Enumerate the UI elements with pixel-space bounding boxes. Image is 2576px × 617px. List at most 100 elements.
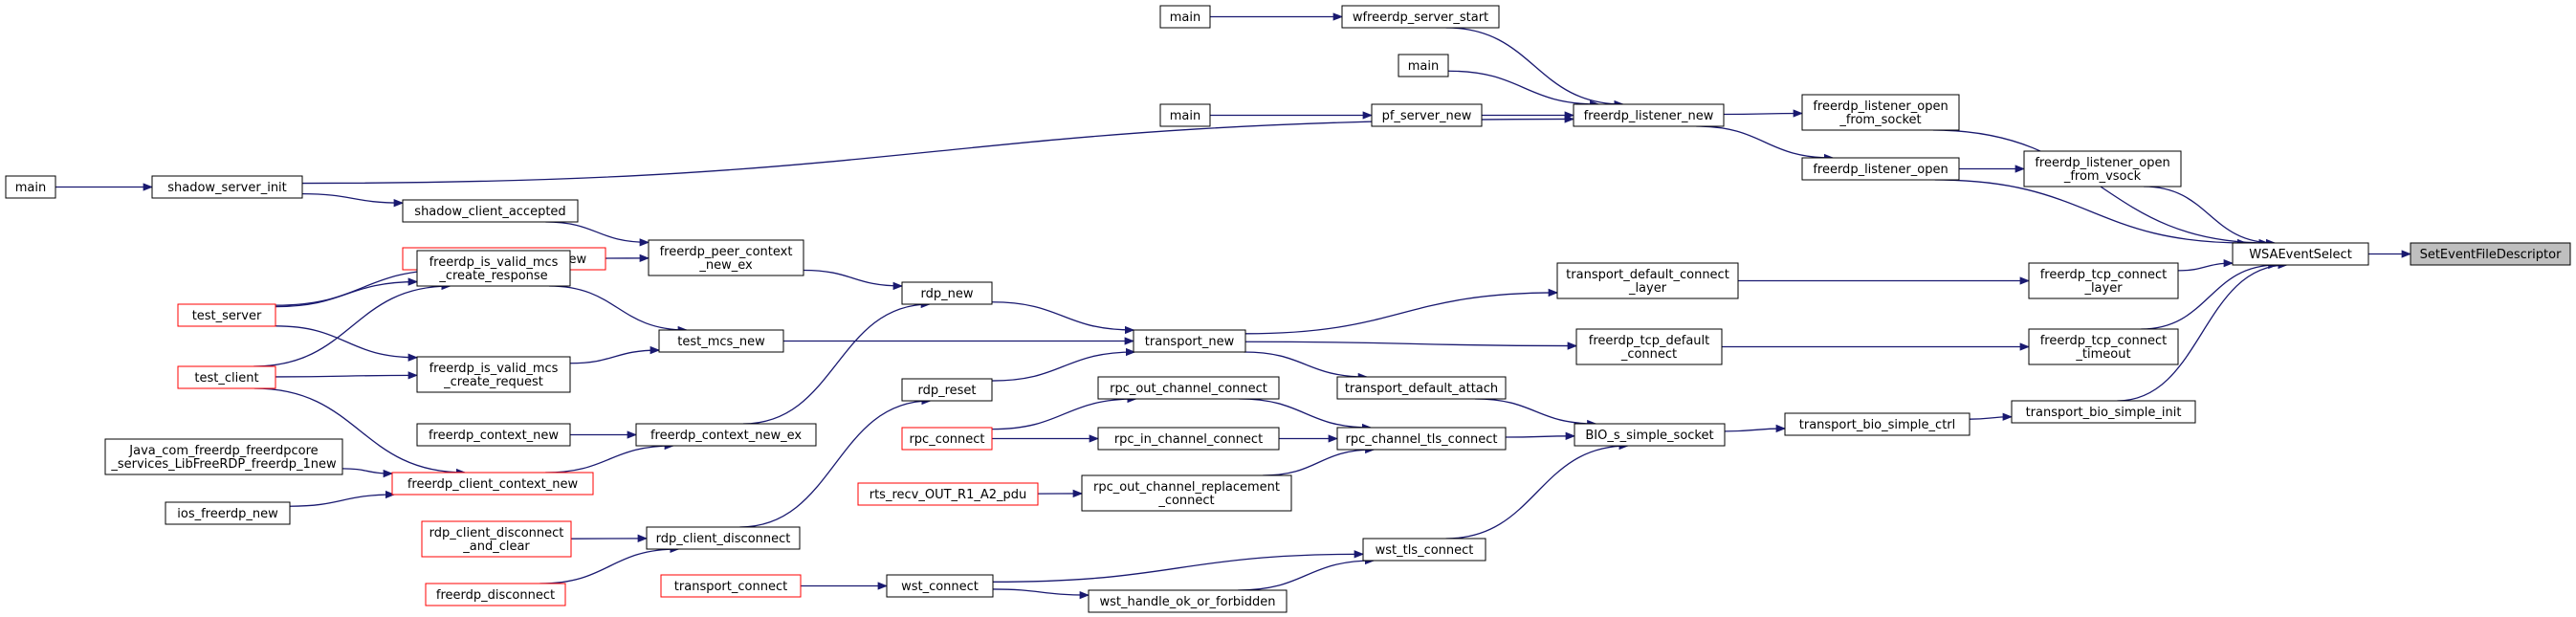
edge-java_com-to-freerdp_client_context_new [341,468,394,478]
node-rpc-out-channel-replacement-connect[interactable]: rpc_out_channel_replacement_connect [1081,474,1292,512]
node-rdp-client-disconnect-and-clear[interactable]: rdp_client_disconnect_and_clear [421,520,572,558]
node-freerdp-listener-open[interactable]: freerdp_listener_open [1801,157,1960,181]
node-freerdp-context-new-ex[interactable]: freerdp_context_new_ex [635,423,817,447]
edge-rdp_new-to-transport_new [991,301,1135,335]
edge-freerdp_context_new_ex-to-rdp_new [742,299,932,425]
node-freerdp-context-new[interactable]: freerdp_context_new [416,423,571,447]
node-label-line: transport_new [1145,335,1235,349]
node-rdp-client-disconnect[interactable]: rdp_client_disconnect [646,526,801,550]
node-java-com[interactable]: Java_com_freerdp_freerdpcore_services_Li… [104,438,343,475]
node-label-line: BIO_s_simple_socket [1585,429,1713,443]
node-ios-freerdp-new[interactable]: ios_freerdp_new [165,501,291,525]
node-freerdp-tcp-default-connect[interactable]: freerdp_tcp_default_connect [1575,328,1723,365]
node-box [2028,328,2179,365]
node-rpc-out-channel-connect[interactable]: rpc_out_channel_connect [1097,376,1280,400]
node-rpc-connect[interactable]: rpc_connect [901,427,993,451]
node-box [165,501,291,525]
node-label-line: rdp_client_disconnect [656,532,791,546]
node-label-line: freerdp_tcp_default [1589,334,1710,348]
node-wst-tls-connect[interactable]: wst_tls_connect [1362,538,1486,562]
node-main1[interactable]: main [1159,5,1211,29]
node-freerdp-client-context-new[interactable]: freerdp_client_context_new [391,472,594,496]
node-box [421,520,572,558]
node-bio-s-simple-socket[interactable]: BIO_s_simple_socket [1574,423,1726,447]
edge-transport_new-to-transport_default_connect_layer [1244,288,1559,335]
node-label-line: shadow_server_init [167,181,287,195]
node-shadow-server-init[interactable]: shadow_server_init [151,175,303,199]
edge-ios_freerdp_new-to-freerdp_client_context_new [289,490,396,507]
node-box [1133,329,1246,353]
node-label-line: freerdp_disconnect [436,588,555,603]
node-shadow-client-accepted[interactable]: shadow_client_accepted [402,199,579,223]
edge-transport_bio_simple_ctrl-to-transport_bio_simple_init [1969,412,2014,421]
edge-freerdp_disconnect-to-rdp_client_disconnect [539,544,680,584]
node-box [1081,474,1292,512]
node-freerdp-is-valid-mcs-create-request[interactable]: freerdp_is_valid_mcs_create_request [416,356,571,393]
node-freerdp-tcp-connect-layer[interactable]: freerdp_tcp_connect_layer [2028,262,2179,299]
node-test-client[interactable]: test_client [177,365,276,389]
node-freerdp-tcp-connect-timeout[interactable]: freerdp_tcp_connect_timeout [2028,328,2179,365]
node-test-mcs-new[interactable]: test_mcs_new [658,329,784,353]
node-rdp-reset[interactable]: rdp_reset [901,378,993,402]
node-test-server[interactable]: test_server [177,303,276,327]
node-label-line: freerdp_context_new_ex [650,429,802,443]
node-label-line: _layer [2083,281,2123,296]
node-freerdp-is-valid-mcs-create-response[interactable]: freerdp_is_valid_mcs_create_response [416,250,571,287]
node-main3[interactable]: main [1159,103,1211,127]
node-box [1341,5,1500,29]
node-box [1336,376,1507,400]
edge-freerdp_listener_new-to-freerdp_listener_open_from_socket [1723,109,1804,118]
node-label-line: _from_socket [1838,113,1921,127]
node-transport-default-connect-layer[interactable]: transport_default_connect_layer [1556,262,1739,299]
node-freerdp-listener-open-from-vsock[interactable]: freerdp_listener_open_from_vsock [2023,150,2182,187]
edge-test_server-to-freerdp_is_valid_mcs_create_request [275,325,419,362]
node-box [1371,103,1483,127]
node-transport-bio-simple-ctrl[interactable]: transport_bio_simple_ctrl [1784,412,1971,436]
node-label-line: _create_request [443,375,543,389]
node-freerdp-disconnect[interactable]: freerdp_disconnect [425,583,566,606]
node-label-line: freerdp_peer_context [660,245,793,259]
node-rdp-new[interactable]: rdp_new [901,281,993,305]
edge-freerdp_listener_open_from_vsock-to-wsaeventselect [2144,186,2277,248]
node-box [646,526,801,550]
node-transport-new[interactable]: transport_new [1133,329,1246,353]
node-label-line: transport_default_attach [1345,382,1498,396]
node-box [1362,538,1486,562]
node-label-line: Java_com_freerdp_freerdpcore [128,444,318,458]
node-box [416,423,571,447]
node-pf-server-new[interactable]: pf_server_new [1371,103,1483,127]
node-box [901,281,993,305]
node-label-line: _timeout [2075,347,2130,362]
node-freerdp-listener-open-from-socket[interactable]: freerdp_listener_open_from_socket [1801,94,1960,131]
node-rpc-channel-tls-connect[interactable]: rpc_channel_tls_connect [1336,427,1507,451]
edge-freerdp_peer_context_new_ex-to-rdp_new [803,269,904,291]
node-freerdp-listener-new[interactable]: freerdp_listener_new [1573,103,1725,127]
edge-wst_connect-to-wst_handle_ok_or_forbidden [992,588,1090,600]
node-transport-connect[interactable]: transport_connect [660,574,802,598]
node-label-line: transport_default_connect [1566,268,1729,282]
node-box [1573,103,1725,127]
node-box [5,175,56,199]
node-label-line: rdp_client_disconnect [429,526,564,540]
node-transport-bio-simple-init[interactable]: transport_bio_simple_init [2011,400,2196,424]
node-box [1398,54,1449,77]
node-box [104,438,343,475]
edge-test_client-to-freerdp_is_valid_mcs_create_request [275,371,419,380]
node-transport-default-attach[interactable]: transport_default_attach [1336,376,1507,400]
node-rpc-in-channel-connect[interactable]: rpc_in_channel_connect [1097,427,1280,451]
node-box [1097,376,1280,400]
node-main4[interactable]: main [5,175,56,199]
edge-rpc_channel_tls_connect-to-bio_s_simple_socket [1505,431,1576,440]
node-main2[interactable]: main [1398,54,1449,77]
node-box [901,427,993,451]
node-wfreerdp-server-start[interactable]: wfreerdp_server_start [1341,5,1500,29]
node-wst-handle-ok-or-forbidden[interactable]: wst_handle_ok_or_forbidden [1088,589,1288,613]
node-label-line: main [1170,109,1200,123]
node-seteventfiledescriptor[interactable]: SetEventFileDescriptor [2410,242,2571,266]
node-rts-recv-out-r1-a2-pdu[interactable]: rts_recv_OUT_R1_A2_pdu [857,482,1039,506]
node-wst-connect[interactable]: wst_connect [886,574,994,598]
edge-main2-to-freerdp_listener_new [1447,70,1600,109]
node-wsaeventselect[interactable]: WSAEventSelect [2232,242,2369,266]
node-freerdp-peer-context-new-ex[interactable]: freerdp_peer_context_new_ex [648,239,804,276]
edge-freerdp_listener_new-to-freerdp_listener_open [1696,125,1835,163]
